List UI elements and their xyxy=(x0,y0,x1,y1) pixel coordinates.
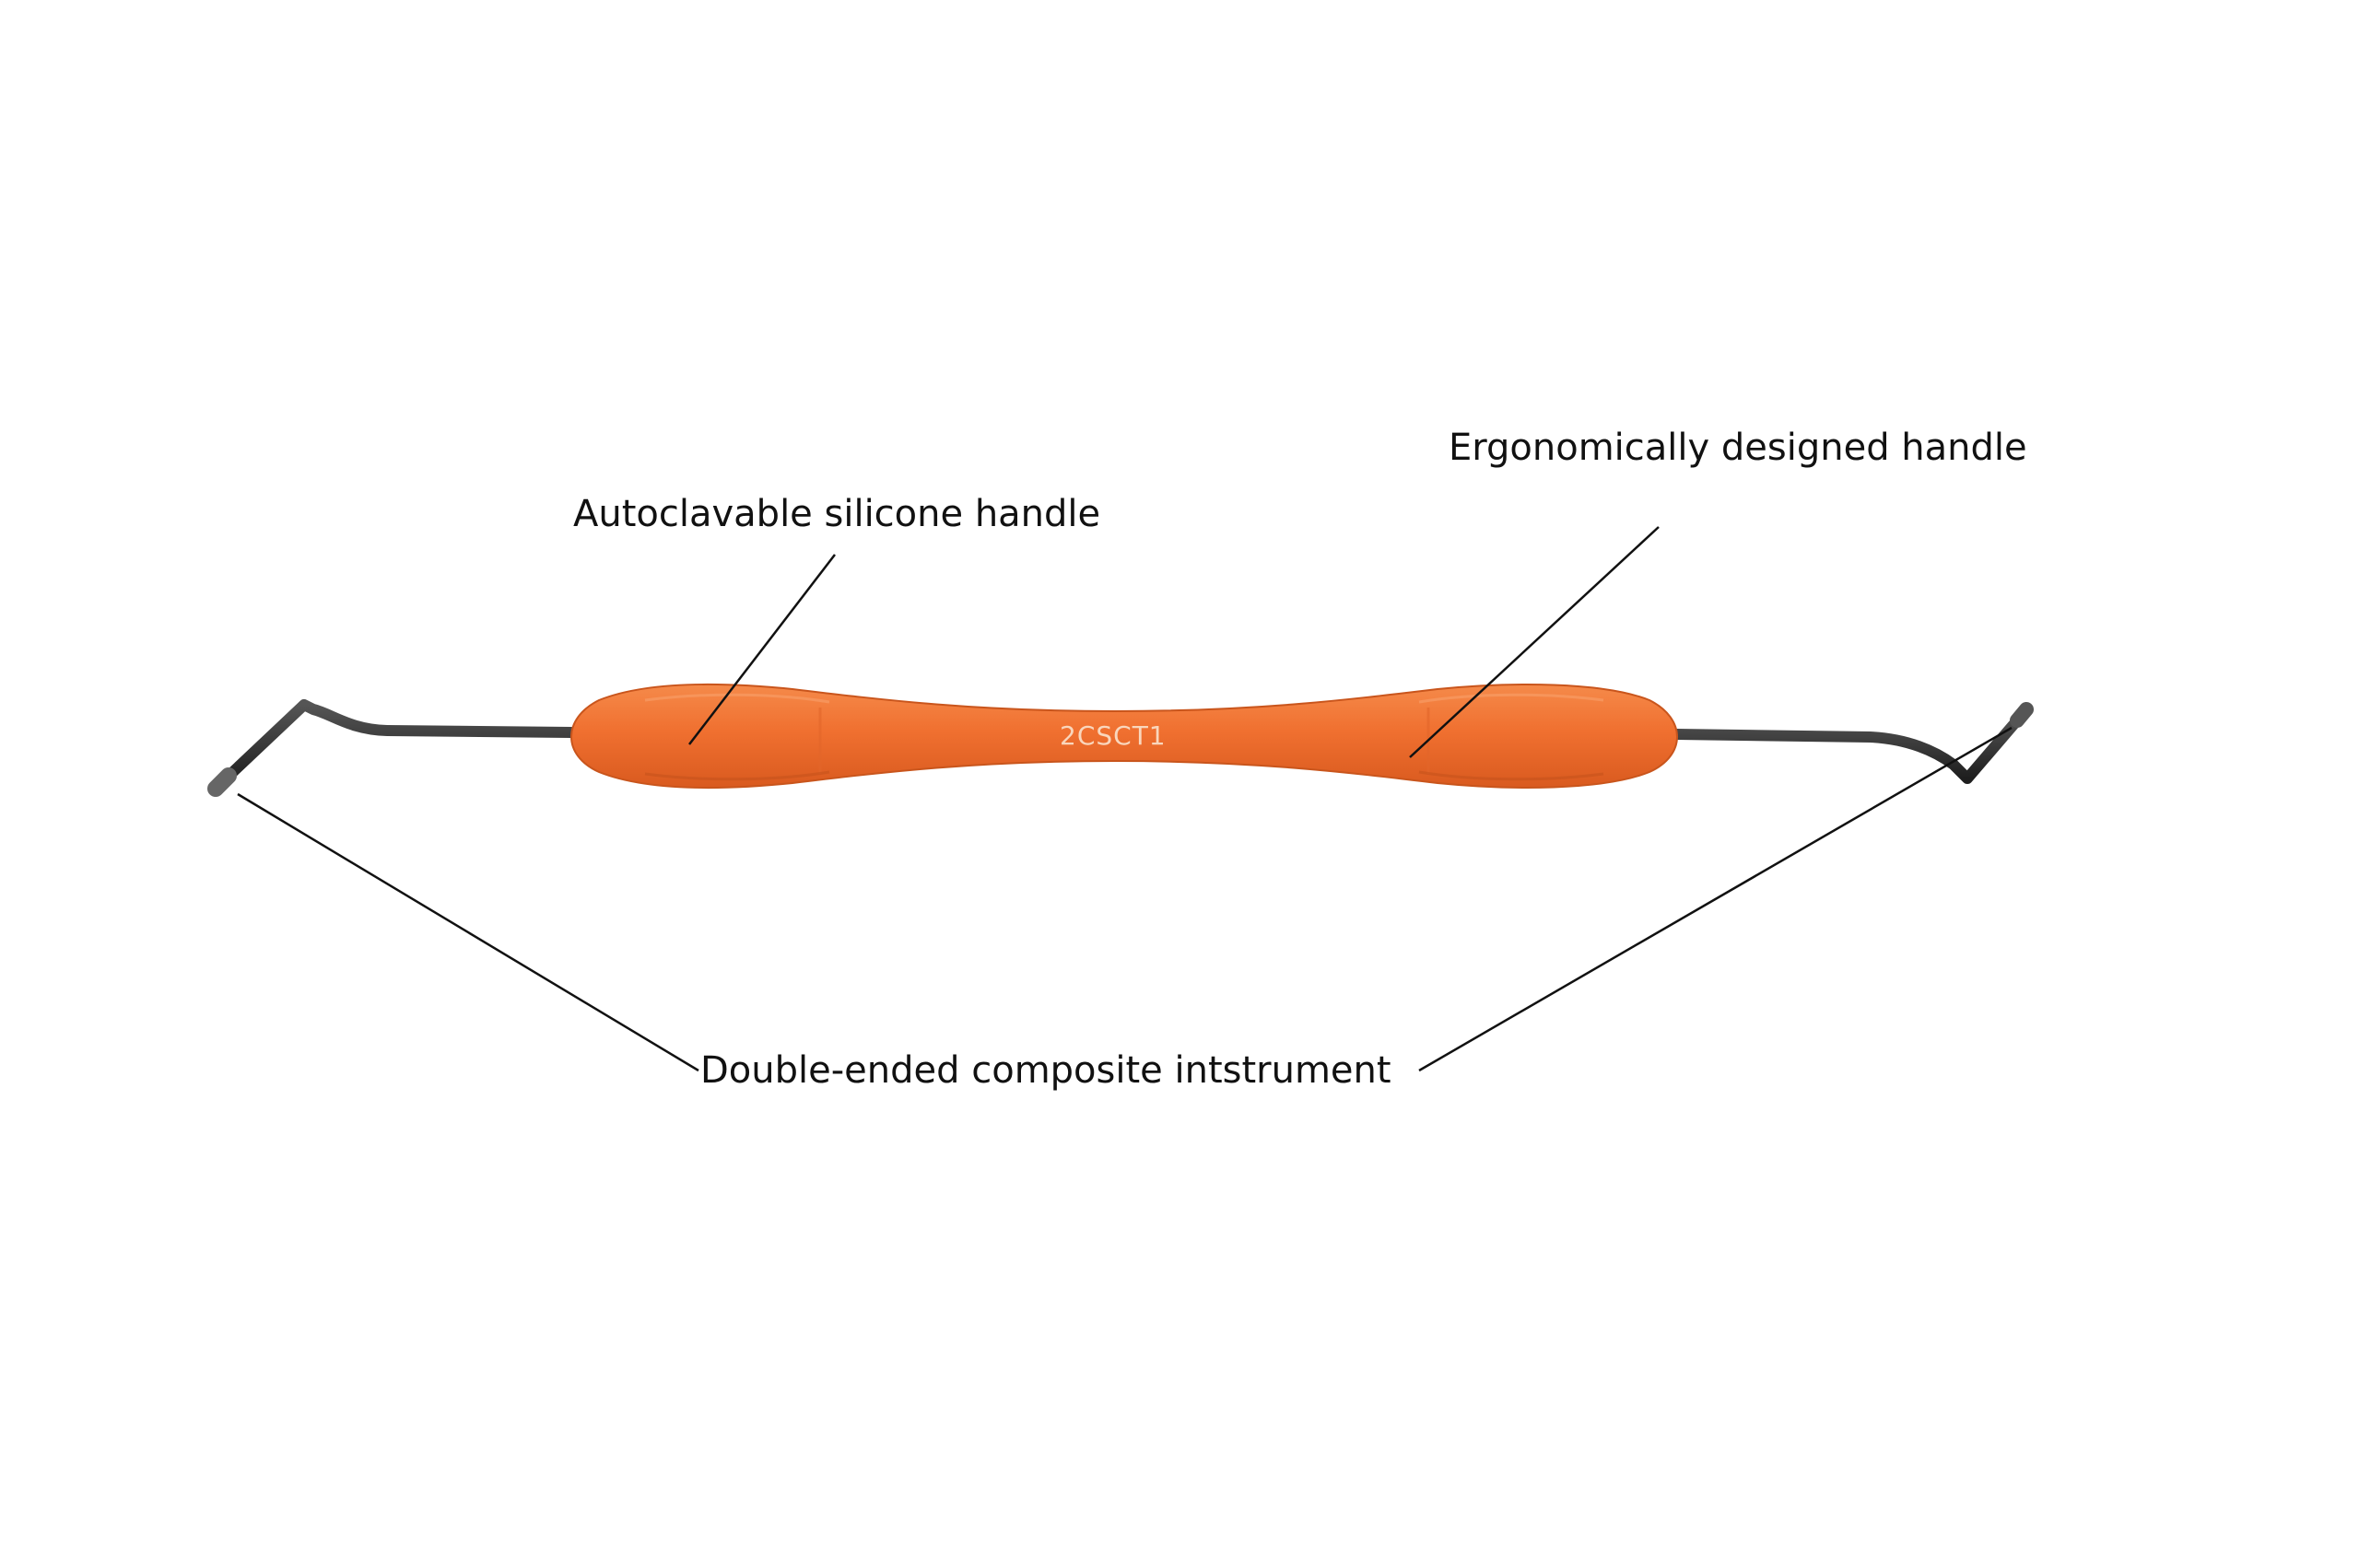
double-ended-label: Double-ended composite intstrument xyxy=(700,1049,1391,1092)
ergonomic-handle-label: Ergonomically designed handle xyxy=(1449,427,2027,469)
leader-left-tip xyxy=(237,792,699,1072)
model-code-label: 2CSCT1 xyxy=(1060,720,1167,751)
leader-ergonomic-handle xyxy=(1409,526,1660,758)
left-working-tip xyxy=(207,699,577,797)
leader-right-tip xyxy=(1418,726,2013,1072)
silicone-handle: 2CSCT1 xyxy=(570,684,1678,789)
right-working-tip xyxy=(1672,702,2034,784)
leader-silicone-handle xyxy=(688,554,836,745)
callout-lines xyxy=(237,526,2013,1072)
silicone-handle-label: Autoclavable silicone handle xyxy=(573,493,1101,535)
